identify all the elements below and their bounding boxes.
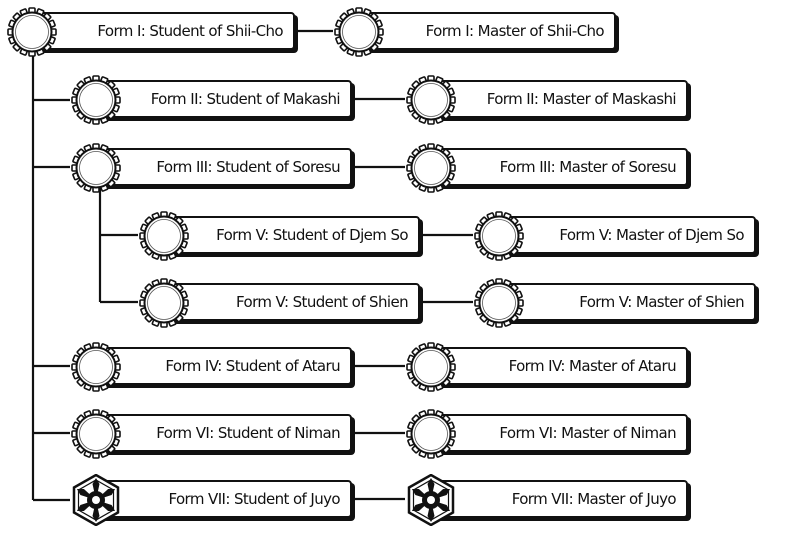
node-label: Form VII: Student of Juyo	[168, 490, 340, 508]
node-label: Form VI: Master of Niman	[499, 424, 676, 442]
gear-badge-icon	[70, 341, 122, 393]
node-student-makashi[interactable]: Form II: Student of Makashi	[71, 75, 352, 125]
gear-badge-icon	[405, 408, 457, 460]
node-label: Form VI: Student of Niman	[156, 424, 340, 442]
node-student-djem-so[interactable]: Form V: Student of Djem So	[139, 211, 420, 261]
gear-badge-icon	[405, 341, 457, 393]
node-label: Form V: Master of Shien	[579, 293, 744, 311]
node-label: Form V: Master of Djem So	[559, 226, 744, 244]
node-student-juyo[interactable]: Form VII: Student of Juyo	[72, 474, 352, 526]
gear-badge-icon	[70, 408, 122, 460]
node-master-juyo[interactable]: Form VII: Master of Juyo	[407, 474, 688, 526]
sith-emblem-icon	[405, 474, 457, 526]
node-master-shii-cho[interactable]: Form I: Master of Shii-Cho	[334, 7, 616, 57]
node-master-shien[interactable]: Form V: Master of Shien	[474, 278, 756, 328]
node-label: Form V: Student of Shien	[236, 293, 409, 311]
node-label: Form V: Student of Djem So	[216, 226, 408, 244]
node-label: Form I: Master of Shii-Cho	[425, 22, 605, 40]
node-student-shii-cho[interactable]: Form I: Student of Shii-Cho	[7, 7, 295, 57]
node-student-niman[interactable]: Form VI: Student of Niman	[71, 409, 352, 459]
node-label: Form IV: Master of Ataru	[508, 357, 677, 375]
node-label: Form II: Student of Makashi	[150, 90, 341, 108]
node-student-shien[interactable]: Form V: Student of Shien	[139, 278, 420, 328]
node-label: Form III: Student of Soresu	[156, 158, 340, 176]
node-label: Form VII: Master of Juyo	[511, 490, 677, 508]
node-student-soresu[interactable]: Form III: Student of Soresu	[71, 143, 352, 193]
gear-badge-icon	[473, 210, 525, 262]
node-master-niman[interactable]: Form VI: Master of Niman	[406, 409, 688, 459]
node-label: Form IV: Student of Ataru	[165, 357, 340, 375]
gear-badge-icon	[70, 142, 122, 194]
gear-badge-icon	[138, 210, 190, 262]
gear-badge-icon	[405, 74, 457, 126]
node-label: Form II: Master of Maskashi	[486, 90, 677, 108]
gear-badge-icon	[70, 74, 122, 126]
gear-badge-icon	[333, 6, 385, 58]
gear-badge-icon	[405, 142, 457, 194]
node-label: Form III: Master of Soresu	[499, 158, 677, 176]
node-label: Form I: Student of Shii-Cho	[97, 22, 283, 40]
node-master-djem-so[interactable]: Form V: Master of Djem So	[474, 211, 756, 261]
gear-badge-icon	[138, 277, 190, 329]
node-student-ataru[interactable]: Form IV: Student of Ataru	[71, 342, 352, 392]
node-master-ataru[interactable]: Form IV: Master of Ataru	[406, 342, 688, 392]
gear-badge-icon	[6, 6, 58, 58]
node-master-soresu[interactable]: Form III: Master of Soresu	[406, 143, 688, 193]
gear-badge-icon	[473, 277, 525, 329]
sith-emblem-icon	[70, 474, 122, 526]
node-master-maskashi[interactable]: Form II: Master of Maskashi	[406, 75, 688, 125]
